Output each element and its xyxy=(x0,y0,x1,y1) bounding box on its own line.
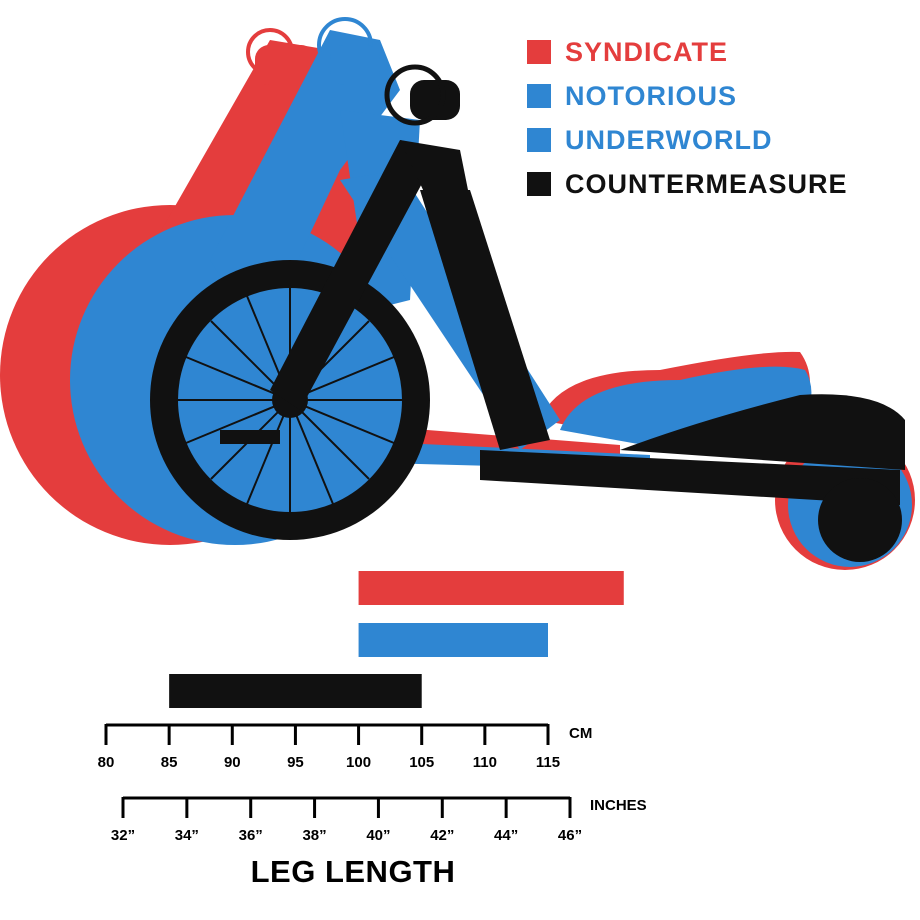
tick-label: 85 xyxy=(161,754,178,771)
tick-label: 44” xyxy=(494,827,518,844)
chart-title: LEG LENGTH xyxy=(250,854,456,889)
tick-label: 105 xyxy=(409,754,434,771)
tick-label: 34” xyxy=(175,827,199,844)
legend-swatch xyxy=(527,84,551,108)
tick-label: 42” xyxy=(430,827,454,844)
legend-label: UNDERWORLD xyxy=(565,124,773,155)
axis-unit-label: CM xyxy=(569,725,592,742)
legend-item: NOTORIOUS xyxy=(527,74,848,118)
legend-item: UNDERWORLD xyxy=(527,118,848,162)
bars-group xyxy=(169,571,624,708)
tick-label: 110 xyxy=(473,754,497,771)
legend-swatch xyxy=(527,40,551,64)
tick-label: 115 xyxy=(536,754,560,771)
axes-group: 80 85 90 95 100 105 110 115 CM 32” 34” 36” 38” 40” 42”… xyxy=(98,723,647,844)
bar-countermeasure xyxy=(169,674,422,708)
tick-label: 36” xyxy=(239,827,263,844)
tick-label: 90 xyxy=(224,754,241,771)
tick-label: 100 xyxy=(346,754,371,771)
legend-item: COUNTERMEASURE xyxy=(527,162,848,206)
legend-label: COUNTERMEASURE xyxy=(565,168,848,199)
bar-syndicate xyxy=(358,571,624,605)
legend-label: SYNDICATE xyxy=(565,36,729,67)
tick-label: 80 xyxy=(98,754,115,771)
bar-notorious-underworld xyxy=(358,623,548,657)
legend-swatch xyxy=(527,172,551,196)
tick-label: 95 xyxy=(287,754,304,771)
legend-swatch xyxy=(527,128,551,152)
axis-unit-label: INCHES xyxy=(590,797,647,814)
legend-label: NOTORIOUS xyxy=(565,80,738,111)
legend-item: SYNDICATE xyxy=(527,30,848,74)
black-trike-icon xyxy=(150,64,905,562)
tick-label: 40” xyxy=(366,827,390,844)
tick-label: 46” xyxy=(558,827,582,844)
drift-trike-silhouettes-icon xyxy=(0,17,915,570)
legend: SYNDICATE NOTORIOUS UNDERWORLD COUNTERMEASU… xyxy=(527,30,848,206)
tick-label: 32” xyxy=(111,827,135,844)
tick-label: 38” xyxy=(302,827,326,844)
